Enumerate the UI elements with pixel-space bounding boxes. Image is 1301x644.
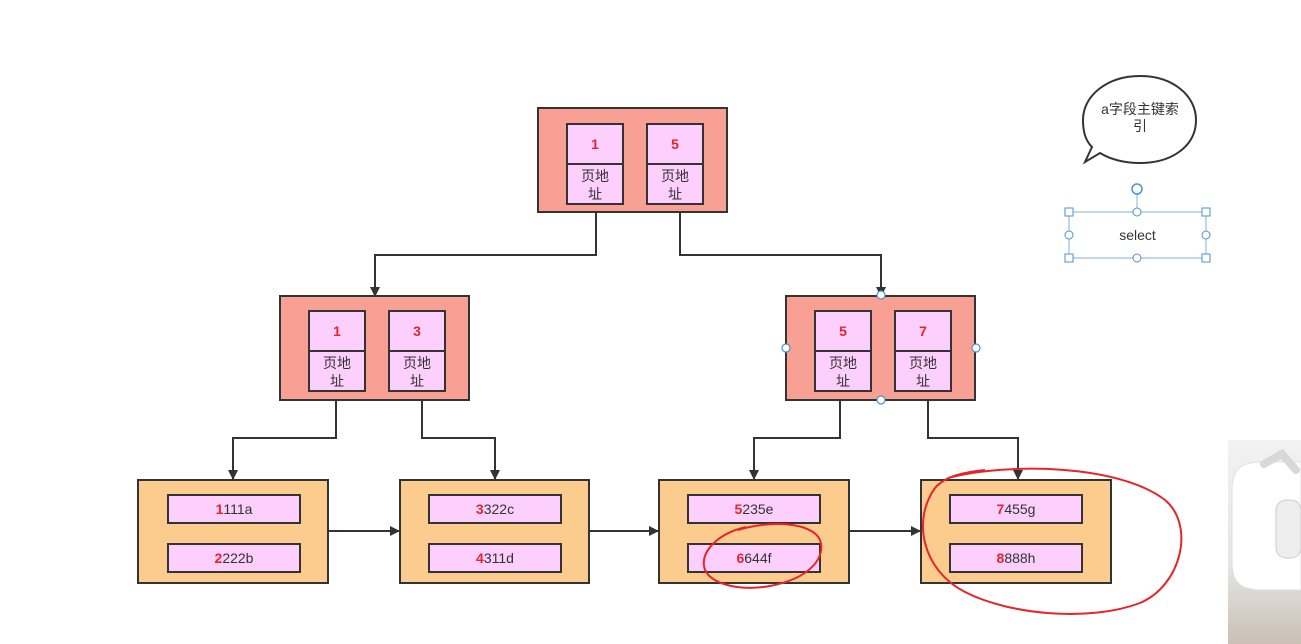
key-value: 5 [648,125,702,165]
root-node[interactable]: 1 页地址 5 页地址 [537,107,728,213]
page-address-label: 页地址 [403,355,431,389]
level2-node-left[interactable]: 1 页地址 3 页地址 [279,295,470,401]
leaf-node-4[interactable]: 7455g 8888h [920,479,1112,584]
page-address-label: 页地址 [661,168,689,202]
leaf-row[interactable]: 7455g [949,494,1083,524]
select-label[interactable]: select [1119,227,1156,243]
edge-l2b-leaf3 [749,400,841,480]
row-key: 4 [476,550,484,566]
level2-node-right[interactable]: 5 页地址 7 页地址 [785,295,976,401]
row-data: 111a [223,501,253,517]
l2-right-key-cell-2[interactable]: 7 页地址 [894,310,952,392]
row-key: 5 [734,501,743,517]
leaf-row[interactable]: 3322c [428,494,562,524]
row-data: 235e [742,501,774,517]
key-value: 5 [816,312,870,352]
row-key: 3 [475,501,484,517]
edge-l2b-leaf4 [927,400,1023,480]
key-value: 1 [310,312,364,352]
leaf-node-2[interactable]: 3322c 4311d [399,479,590,584]
row-data: 222b [222,550,254,566]
page-address-label: 页地址 [323,355,351,389]
row-data: 322c [483,501,515,517]
row-key: 2 [214,550,223,566]
edge-l2a-leaf1 [228,400,337,480]
key-value: 1 [568,125,622,165]
root-key-cell-1[interactable]: 1 页地址 [566,123,624,205]
edge-l2a-leaf2 [421,400,500,480]
bubble-text: a字段主键索引 [1101,101,1179,134]
edge-root-right [679,213,886,297]
leaf-node-1[interactable]: 1111a 2222b [137,479,329,584]
key-value: 7 [896,312,950,352]
row-data: 311d [483,550,514,566]
root-key-cell-2[interactable]: 5 页地址 [646,123,704,205]
leaf-node-3[interactable]: 5235e 6644f [658,479,850,584]
leaf-row[interactable]: 5235e [687,494,821,524]
page-address-label: 页地址 [581,168,609,202]
page-address-label: 页地址 [829,355,857,389]
row-data: 644f [744,550,772,566]
leaf-row[interactable]: 6644f [687,543,821,573]
leaf-row[interactable]: 4311d [428,543,562,573]
row-data: 455g [1004,501,1036,517]
leaf-row[interactable]: 8888h [949,543,1083,573]
edge-root-left [370,213,597,297]
l2-left-key-cell-2[interactable]: 3 页地址 [388,310,446,392]
side-decoration [1228,440,1301,644]
leaf-row[interactable]: 1111a [167,494,301,524]
page-address-label: 页地址 [909,355,937,389]
row-key: 1 [215,501,224,517]
row-data: 888h [1004,550,1036,566]
key-value: 3 [390,312,444,352]
l2-right-key-cell-1[interactable]: 5 页地址 [814,310,872,392]
l2-left-key-cell-1[interactable]: 1 页地址 [308,310,366,392]
leaf-row[interactable]: 2222b [167,543,301,573]
